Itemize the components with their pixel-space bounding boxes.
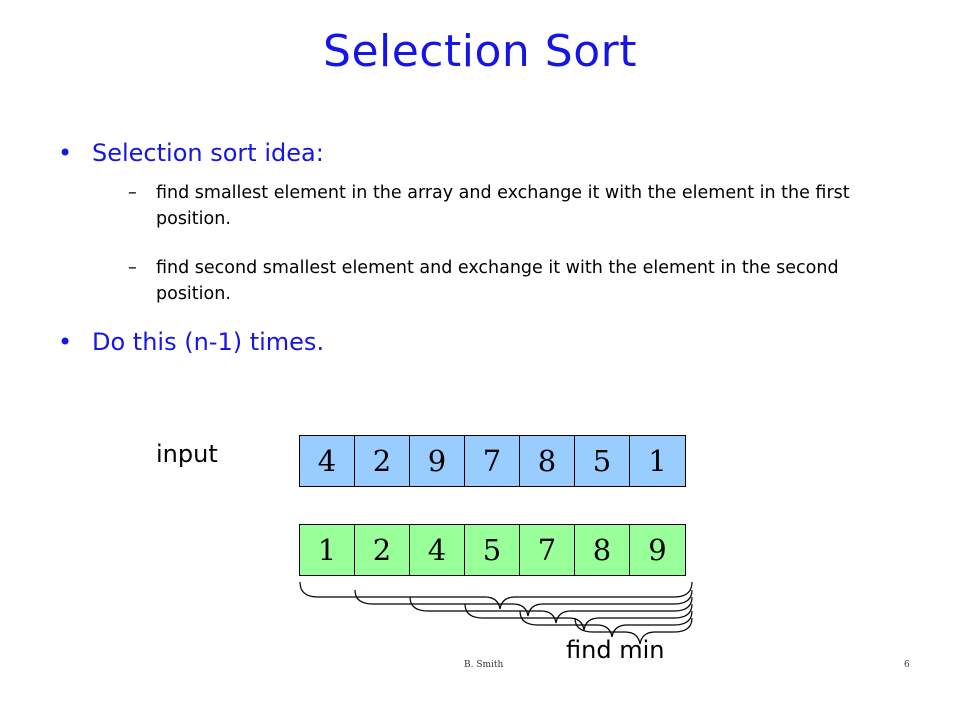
dash-marker: – (128, 183, 137, 203)
brace-6 (574, 617, 693, 645)
sorted-cell: 2 (355, 525, 410, 575)
input-label: input (156, 440, 218, 468)
brace-5 (519, 610, 693, 638)
footer-author: B. Smith (464, 660, 504, 670)
sorted-cell: 7 (520, 525, 575, 575)
footer-page-number: 6 (904, 660, 910, 670)
sorted-cell: 5 (465, 525, 520, 575)
brace-3 (409, 596, 693, 624)
find-min-label: find min (566, 636, 665, 664)
sorted-cell: 9 (630, 525, 685, 575)
sorted-array: 1 2 4 5 7 8 9 (299, 524, 686, 576)
input-cell: 2 (355, 436, 410, 486)
bullet-text: Selection sort idea: (92, 139, 324, 167)
brace-2 (354, 589, 693, 617)
bullet-marker: • (58, 328, 73, 356)
input-cell: 5 (575, 436, 630, 486)
sorted-cell: 8 (575, 525, 630, 575)
input-cell: 1 (630, 436, 685, 486)
bullet-marker: • (58, 139, 73, 167)
subitem-find-smallest: – find smallest element in the array and… (128, 180, 888, 232)
sorted-cell: 1 (300, 525, 355, 575)
subitem-find-second-smallest: – find second smallest element and excha… (128, 255, 888, 307)
input-array: 4 2 9 7 8 5 1 (299, 435, 686, 487)
subitem-text: find smallest element in the array and e… (156, 183, 850, 229)
slide-title: Selection Sort (323, 26, 637, 77)
brace-4 (464, 603, 693, 631)
input-cell: 9 (410, 436, 465, 486)
input-cell: 4 (300, 436, 355, 486)
input-cell: 8 (520, 436, 575, 486)
bullet-text: Do this (n-1) times. (92, 328, 325, 356)
input-cell: 7 (465, 436, 520, 486)
subitem-text: find second smallest element and exchang… (156, 258, 839, 304)
brace-1 (299, 581, 693, 610)
dash-marker: – (128, 258, 137, 278)
bullet-selection-sort-idea: • Selection sort idea: (58, 139, 324, 167)
bullet-do-this: • Do this (n-1) times. (58, 328, 324, 356)
sorted-cell: 4 (410, 525, 465, 575)
